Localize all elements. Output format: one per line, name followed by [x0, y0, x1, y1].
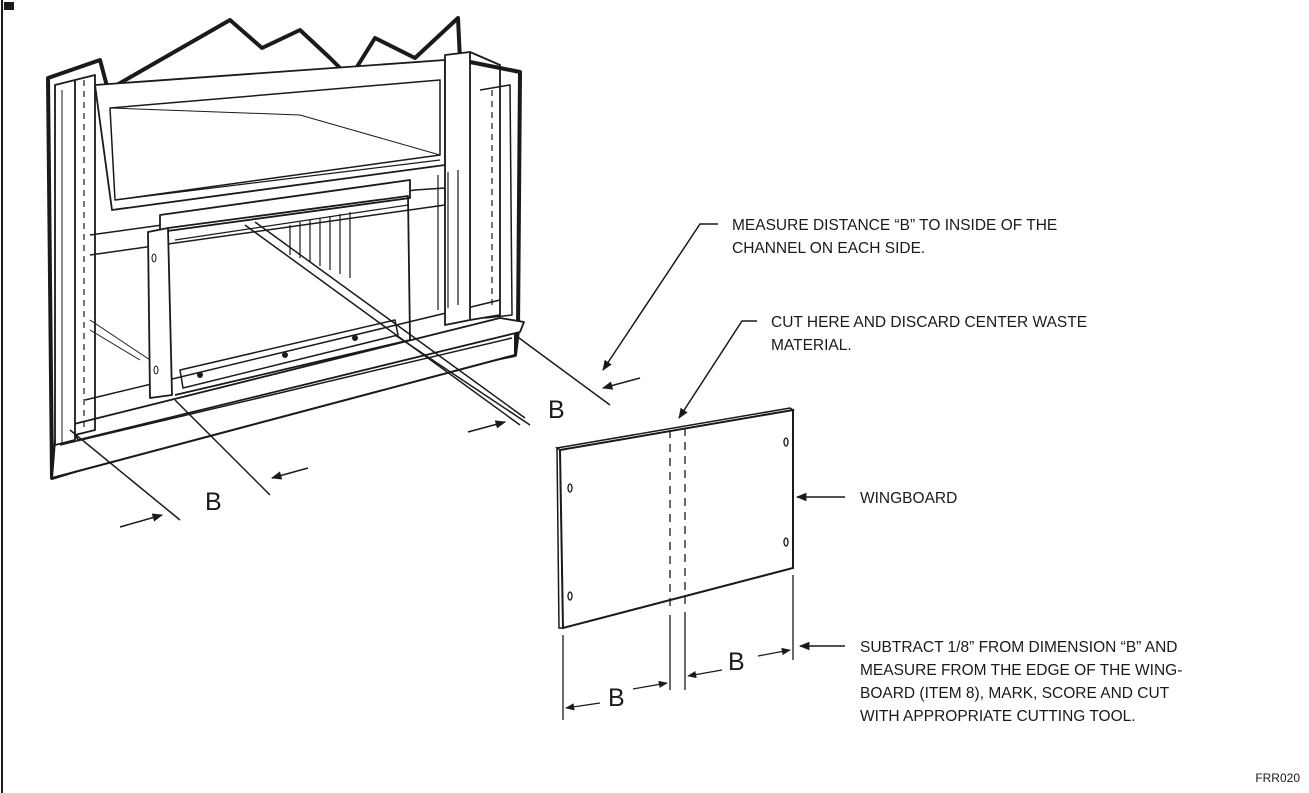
dimension-b-wingboard-right: B [728, 648, 745, 676]
window-dimension-lines [69, 334, 641, 528]
page-corner-mark [4, 2, 14, 10]
callout-subtract-line-1: SUBTRACT 1/8” FROM DIMENSION “B” AND [860, 639, 1178, 656]
wingboard-panel [555, 407, 795, 630]
callout-wingboard: WINGBOARD [860, 490, 957, 507]
dimension-b-right: B [548, 396, 565, 424]
callout-cut-line-1: CUT HERE AND DISCARD CENTER WASTE [771, 314, 1087, 331]
callout-measure-line-2: CHANNEL ON EACH SIDE. [732, 240, 925, 257]
left-jamb [54, 79, 76, 446]
unit-body [167, 195, 411, 396]
wingboard-dimension-lines [562, 575, 794, 720]
window-illustration [46, 16, 526, 480]
unit-bottom-rail [179, 319, 399, 389]
callout-subtract-line-4: WITH APPROPRIATE CUTTING TOOL. [860, 708, 1136, 725]
callout-leaders [602, 223, 845, 651]
figure-code: FRR020 [1255, 771, 1300, 785]
callout-subtract-line-2: MEASURE FROM THE EDGE OF THE WING- [860, 662, 1182, 679]
dimension-b-wingboard-left: B [608, 684, 625, 712]
unit-left-panel [147, 227, 173, 399]
callout-subtract-line-3: BOARD (ITEM 8), MARK, SCORE AND CUT [860, 685, 1170, 702]
unit-top-plate [159, 179, 411, 233]
callout-cut-line-2: MATERIAL. [771, 337, 852, 354]
dimension-b-left: B [205, 488, 222, 516]
callout-measure-line-1: MEASURE DISTANCE “B” TO INSIDE OF THE [732, 217, 1057, 234]
